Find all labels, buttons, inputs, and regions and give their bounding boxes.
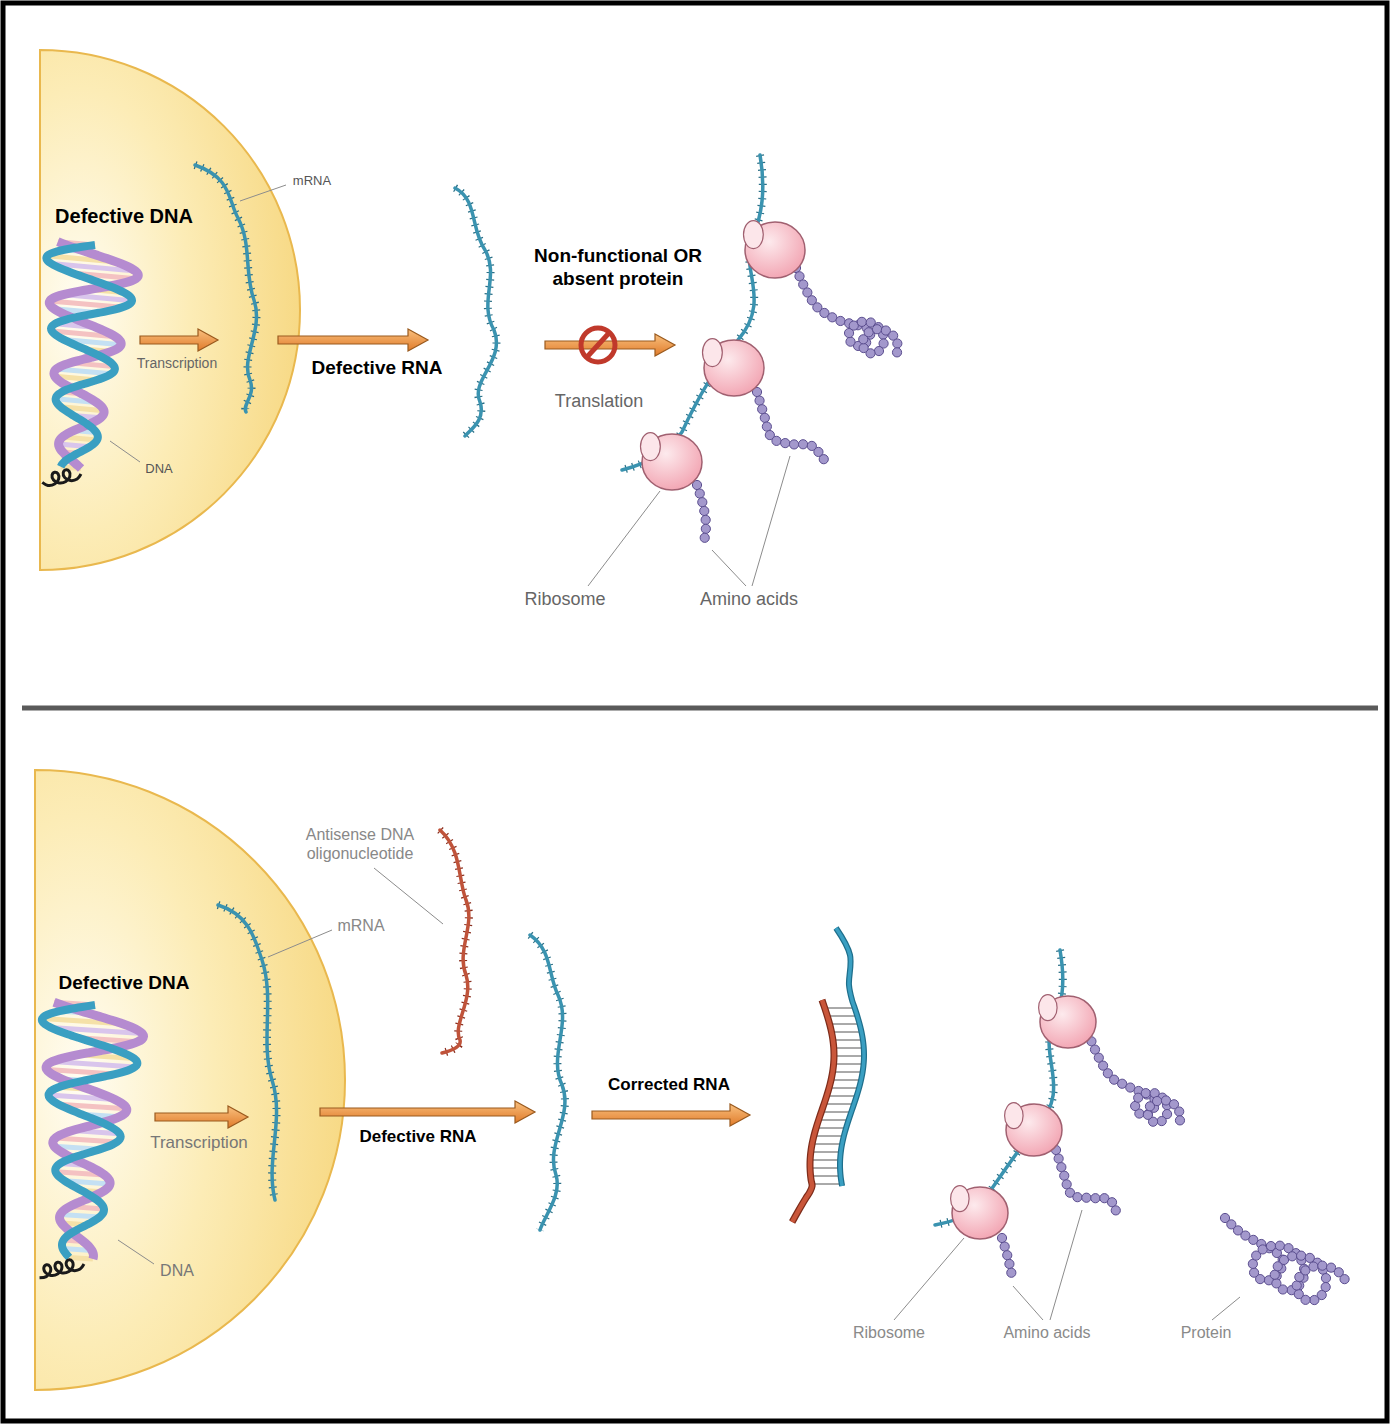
leader-line (240, 185, 286, 201)
panel-divider (22, 706, 1378, 711)
label-text: Non-functional OR absent protein (503, 245, 733, 291)
ribosome (641, 433, 703, 490)
nucleus-label: DNA (160, 1261, 194, 1280)
process-arrow (155, 1106, 248, 1128)
nucleus-label: Defective DNA (55, 204, 193, 228)
rna-strand (622, 155, 763, 470)
frame (3, 3, 1387, 1421)
cell-nucleus: Defective DNA TranscriptionDNA (35, 770, 345, 1390)
label-text: Defective RNA (312, 357, 443, 380)
label-text: Amino acids (1003, 1323, 1090, 1342)
nucleus-label: Defective DNA (59, 972, 190, 995)
ribosome (1039, 995, 1096, 1048)
label-text: mRNA (337, 916, 384, 935)
label-text: Amino acids (700, 589, 798, 611)
cell-nucleus: Defective DNA TranscriptionDNA (40, 50, 300, 570)
nucleus-label: DNA (145, 461, 172, 477)
nucleus-shape (35, 770, 345, 1390)
label-text: Corrected RNA (608, 1075, 730, 1095)
rna-strand (218, 905, 277, 1200)
label-text: Protein (1181, 1323, 1232, 1342)
process-arrow (592, 1104, 750, 1126)
label-text: Translation (555, 391, 643, 413)
process-arrow (140, 329, 218, 351)
nucleus-shape (40, 50, 300, 570)
amino-acid-chain (752, 387, 828, 466)
dna-helix (40, 1002, 144, 1278)
ribosome (744, 221, 806, 278)
nucleus-label: Transcription (137, 355, 217, 372)
amino-acid-chain (692, 480, 710, 542)
rna-strand (935, 950, 1063, 1225)
amino-acid-chain (1220, 1213, 1349, 1304)
amino-acid-chain (791, 263, 902, 358)
dna-helix (42, 242, 138, 486)
label-text: mRNA (293, 173, 331, 189)
label-text: Ribosome (524, 589, 605, 611)
amino-acid-chain (997, 1233, 1016, 1277)
label-text: Ribosome (853, 1323, 925, 1342)
ribosome (1005, 1103, 1062, 1156)
antisense-strand (440, 830, 469, 1053)
ribosome (703, 339, 765, 396)
rna-strand (530, 935, 565, 1230)
process-arrow (320, 1101, 535, 1123)
leader-lines (374, 456, 1240, 1320)
amino-acid-chain (1083, 1028, 1184, 1126)
rna-strand (455, 188, 496, 436)
rna-dna-duplex (792, 928, 864, 1222)
marks-group (374, 328, 1240, 1320)
process-arrow (278, 329, 428, 351)
ribosome (951, 1186, 1008, 1239)
amino-acid-chain (1051, 1145, 1120, 1218)
process-arrow (545, 334, 675, 356)
leader-line (268, 930, 332, 957)
leader-line (110, 441, 140, 462)
rna-strand (195, 165, 256, 412)
label-text: Antisense DNA oligonucleotide (280, 825, 440, 863)
illustration-group (440, 155, 1349, 1305)
nucleus-label: Transcription (150, 1133, 248, 1153)
label-text: Defective RNA (359, 1127, 476, 1147)
leader-line (118, 1240, 154, 1264)
no-entry-symbol (581, 328, 615, 362)
